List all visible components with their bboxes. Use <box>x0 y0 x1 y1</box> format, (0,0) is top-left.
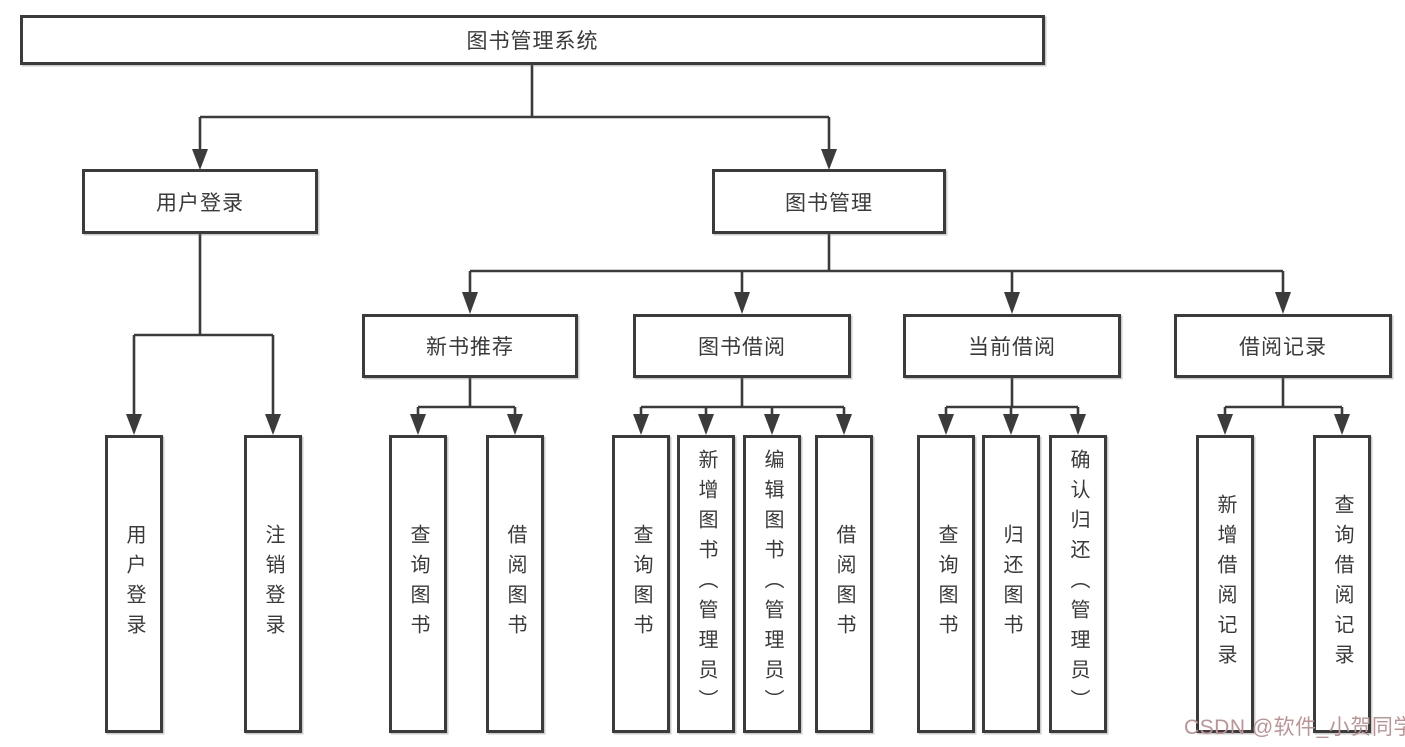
leaf-cb-confirm-return-admin: 确认归还（管理员） <box>1049 435 1107 733</box>
node-label: 图书借阅 <box>698 336 786 359</box>
node-label: 查询借阅记录 <box>1331 494 1353 674</box>
leaf-logout: 注销登录 <box>244 435 302 733</box>
node-label: 借阅记录 <box>1239 336 1327 359</box>
leaf-nbr-borrow-books: 借阅图书 <box>486 435 544 733</box>
node-label: 编辑图书（管理员） <box>761 449 783 719</box>
node-label: 注销登录 <box>262 524 284 644</box>
node-book-management: 图书管理 <box>712 169 946 234</box>
watermark: CSDN @软件_小贺同学 <box>1184 716 1405 739</box>
node-label: 新增图书（管理员） <box>695 449 717 719</box>
node-label: 当前借阅 <box>968 336 1056 359</box>
node-library-system: 图书管理系统 <box>20 15 1045 65</box>
node-label: 图书管理 <box>785 191 873 215</box>
node-label: 新增借阅记录 <box>1214 494 1236 674</box>
leaf-user-login: 用户登录 <box>105 435 163 733</box>
node-label: 用户登录 <box>156 191 244 215</box>
node-label: 确认归还（管理员） <box>1067 449 1089 719</box>
node-label: 查询图书 <box>407 524 429 644</box>
leaf-bb-edit-books-admin: 编辑图书（管理员） <box>743 435 801 733</box>
node-new-book-recommend: 新书推荐 <box>362 314 578 378</box>
leaf-bb-query-books: 查询图书 <box>612 435 670 733</box>
node-user-login: 用户登录 <box>82 169 318 234</box>
leaf-br-query-record: 查询借阅记录 <box>1313 435 1371 733</box>
leaf-cb-return-books: 归还图书 <box>982 435 1040 733</box>
leaf-cb-query-books: 查询图书 <box>917 435 975 733</box>
node-book-borrowing: 图书借阅 <box>633 314 851 378</box>
node-label: 用户登录 <box>123 524 145 644</box>
leaf-nbr-query-books: 查询图书 <box>389 435 447 733</box>
node-label: 查询图书 <box>630 524 652 644</box>
node-current-borrowing: 当前借阅 <box>903 314 1121 378</box>
node-label: 查询图书 <box>935 524 957 644</box>
leaf-bb-add-books-admin: 新增图书（管理员） <box>677 435 735 733</box>
arrowheads <box>126 149 1350 435</box>
node-label: 借阅图书 <box>504 524 526 644</box>
node-borrowing-records: 借阅记录 <box>1174 314 1392 378</box>
leaf-bb-borrow-books: 借阅图书 <box>815 435 873 733</box>
node-label: 图书管理系统 <box>466 30 599 53</box>
leaf-br-add-record: 新增借阅记录 <box>1196 435 1254 733</box>
node-label: 归还图书 <box>1000 524 1022 644</box>
node-label: 借阅图书 <box>833 524 855 644</box>
node-label: 新书推荐 <box>426 336 514 359</box>
